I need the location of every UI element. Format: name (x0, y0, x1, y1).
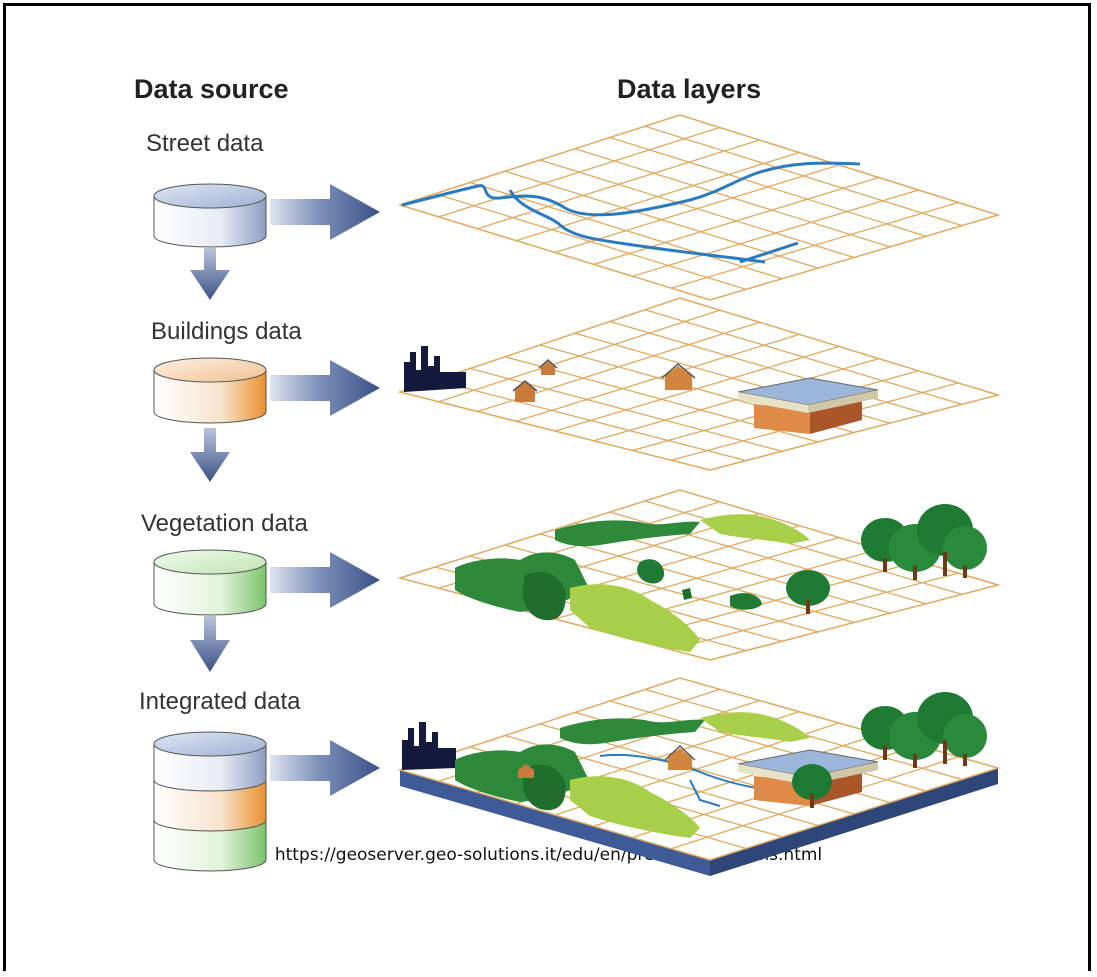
street-database-icon (153, 183, 267, 248)
house-icon (538, 358, 558, 375)
arrow-right-icon (270, 552, 380, 608)
city-skyline-icon (402, 722, 456, 770)
arrow-down-icon (190, 616, 230, 672)
grid-line (671, 201, 959, 289)
city-skyline-icon (404, 346, 466, 392)
data-layers-header: Data layers (617, 74, 762, 104)
grid-line (554, 345, 840, 432)
grid-line (554, 164, 840, 254)
house-icon (512, 380, 538, 402)
grid-line (593, 176, 879, 265)
grid-line (671, 572, 959, 651)
tree-cluster-icon (861, 692, 987, 768)
buildings-layer-grid (397, 297, 1001, 471)
grid-line (574, 148, 891, 248)
house-icon (518, 764, 534, 778)
street-data-label: Street data (146, 130, 264, 157)
arrow-down-icon (190, 248, 230, 300)
grid-line (609, 700, 927, 792)
grid-line (644, 309, 963, 405)
arrow-right-icon (270, 360, 380, 416)
grid-line (593, 358, 879, 442)
house-icon (661, 363, 696, 390)
vegetation-area (455, 514, 810, 652)
integrated-data-label: Integrated data (139, 688, 301, 715)
street-layer-grid (397, 114, 1001, 301)
grid-outline (397, 114, 1001, 301)
house-icon (664, 744, 696, 770)
grid-line (632, 189, 919, 277)
street-lines (401, 161, 861, 264)
arrow-right-icon (270, 740, 380, 796)
integrated-layer-base (400, 768, 998, 876)
buildings-database-icon (153, 357, 267, 424)
data-source-header: Data source (134, 74, 289, 104)
vegetation-database-icon (153, 549, 267, 616)
vegetation-data-label: Vegetation data (141, 510, 308, 537)
large-building-icon (737, 377, 879, 434)
grid-line (644, 500, 963, 595)
integrated-database-icon (153, 731, 267, 872)
grid-outline (397, 297, 1001, 471)
buildings-data-label: Buildings data (151, 318, 302, 345)
arrow-down-icon (190, 428, 230, 482)
tree-cluster-icon (786, 570, 830, 614)
tree-cluster-icon (792, 764, 832, 808)
arrow-right-icon (270, 184, 380, 240)
grid-line (644, 125, 963, 227)
tree-cluster-icon (861, 504, 987, 580)
grid-line (609, 136, 927, 237)
